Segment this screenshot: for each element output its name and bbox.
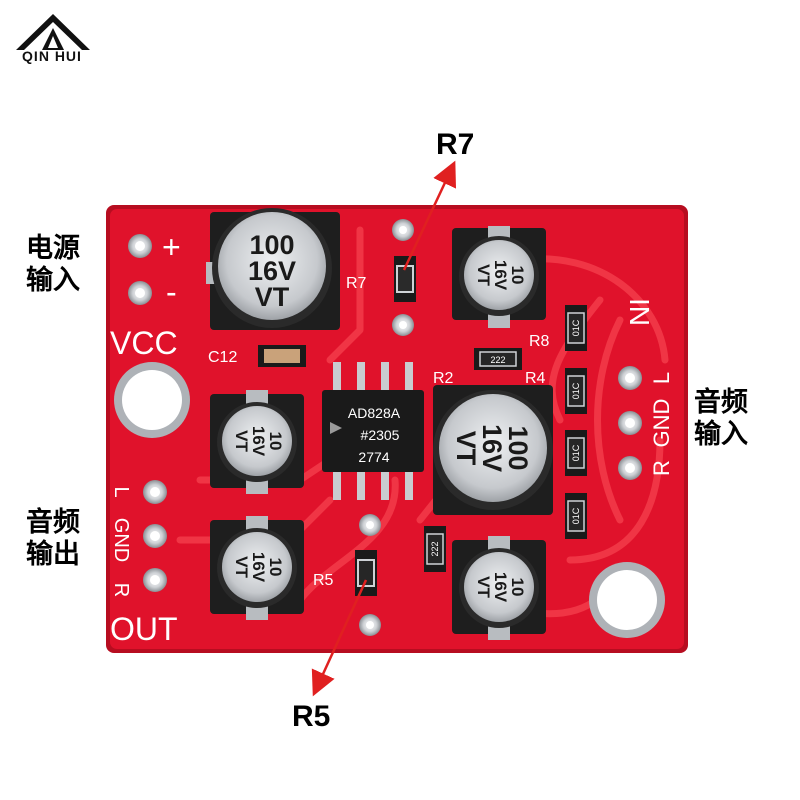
cap-value-text: 100 — [249, 230, 294, 260]
silk-vcc: VCC — [110, 325, 178, 361]
resistor-code-text: 222 — [430, 541, 440, 556]
annotation-power-line1: 电源 — [26, 233, 80, 263]
input-pins — [618, 366, 642, 480]
silk-in-r: R — [649, 460, 674, 476]
resistor-code-text: 01C — [571, 507, 581, 524]
callout-arrow-r5 — [311, 579, 368, 697]
smd-resistor-r7 — [394, 256, 416, 302]
mounting-hole-left — [114, 362, 190, 438]
annotation-output-line2: 输出 — [26, 539, 80, 570]
cap-voltage-text: 16V — [491, 572, 510, 603]
capacitor-c-small-2: 10 16V VT — [210, 390, 304, 494]
silk-in-gnd: GND — [649, 399, 674, 448]
smd-resistor-r5 — [355, 550, 377, 596]
silk-plus: + — [162, 229, 181, 265]
capacitor-c-large-2: 100 16V VT — [433, 385, 553, 515]
silk-r7: R7 — [346, 275, 367, 292]
silk-r2: R2 — [433, 370, 454, 387]
cap-series-text: VT — [232, 556, 251, 578]
chip-marking-line3: 2774 — [358, 449, 389, 465]
silk-in-l: L — [649, 372, 674, 384]
cap-voltage-text: 16V — [491, 260, 510, 291]
annotation-power-line2: 输入 — [26, 265, 80, 296]
chip-marking-line2: #2305 — [361, 427, 400, 443]
cap-voltage-text: 16V — [477, 424, 507, 472]
cap-series-text: VT — [451, 431, 481, 466]
cap-series-text: VT — [474, 576, 493, 598]
cap-voltage-text: 16V — [248, 256, 296, 286]
cap-voltage-text: 16V — [249, 426, 268, 457]
silk-out-l: L — [110, 486, 132, 497]
cap-series-text: VT — [232, 430, 251, 452]
annotation-input-line1: 音频 — [694, 387, 748, 417]
power-pins — [128, 234, 152, 305]
capacitor-c-large-1: 100 16V VT — [206, 208, 340, 330]
annotation-audio-output: 音频 输出 — [26, 506, 80, 571]
silk-r4: R4 — [525, 370, 546, 387]
smd-resistor-r-bottom: 222 — [424, 526, 446, 572]
cap-value-text: 10 — [266, 432, 285, 451]
opamp-chip: AD828A #2305 2774 — [322, 362, 424, 500]
cap-value-text: 10 — [508, 578, 527, 597]
resistor-code-text: 01C — [571, 382, 581, 399]
cap-value-text: 10 — [508, 266, 527, 285]
annotation-input-line2: 输入 — [694, 419, 748, 450]
resistor-code-text: 01C — [571, 444, 581, 461]
smd-resistor-column: 01C 01C 01C 01C — [565, 305, 587, 539]
brand-logo — [16, 14, 90, 50]
cap-series-text: VT — [474, 264, 493, 286]
test-pads — [359, 219, 414, 636]
resistor-code-text: 01C — [571, 319, 581, 336]
silk-c12: C12 — [208, 349, 237, 366]
capacitor-c-small-4: 10 16V VT — [452, 536, 546, 640]
cap-value-text: 100 — [503, 425, 533, 470]
annotation-audio-input: 音频 输入 — [694, 386, 748, 451]
silk-minus: - — [166, 274, 177, 310]
capacitor-c-small-1: 10 16V VT — [452, 226, 546, 328]
mounting-hole-right — [589, 562, 665, 638]
callout-label-r5: R5 — [292, 700, 331, 733]
silk-out: OUT — [110, 611, 178, 647]
annotation-power-input: 电源 输入 — [26, 232, 80, 297]
smd-cap-c12 — [258, 345, 306, 367]
silk-r8: R8 — [529, 333, 550, 350]
capacitor-c-small-3: 10 16V VT — [210, 516, 304, 620]
silk-out-r: R — [110, 583, 132, 597]
output-pins — [143, 480, 167, 592]
silk-out-gnd: GND — [110, 518, 132, 562]
cap-value-text: 10 — [266, 558, 285, 577]
silk-r5: R5 — [313, 572, 334, 589]
chip-marking-line1: AD828A — [348, 405, 401, 421]
cap-series-text: VT — [255, 282, 290, 312]
brand-name: QIN HUI — [22, 48, 82, 64]
callout-label-r7: R7 — [436, 128, 475, 161]
smd-resistor-r2: 222 — [474, 348, 522, 370]
resistor-code-text: 222 — [490, 355, 505, 365]
callout-arrow-r7 — [402, 160, 457, 271]
silk-in: IN — [624, 298, 655, 326]
cap-voltage-text: 16V — [249, 552, 268, 583]
silkscreen-labels: + - VCC C12 R7 R8 R4 R2 R5 OUT IN L GND … — [110, 229, 674, 647]
annotation-output-line1: 音频 — [26, 507, 80, 537]
